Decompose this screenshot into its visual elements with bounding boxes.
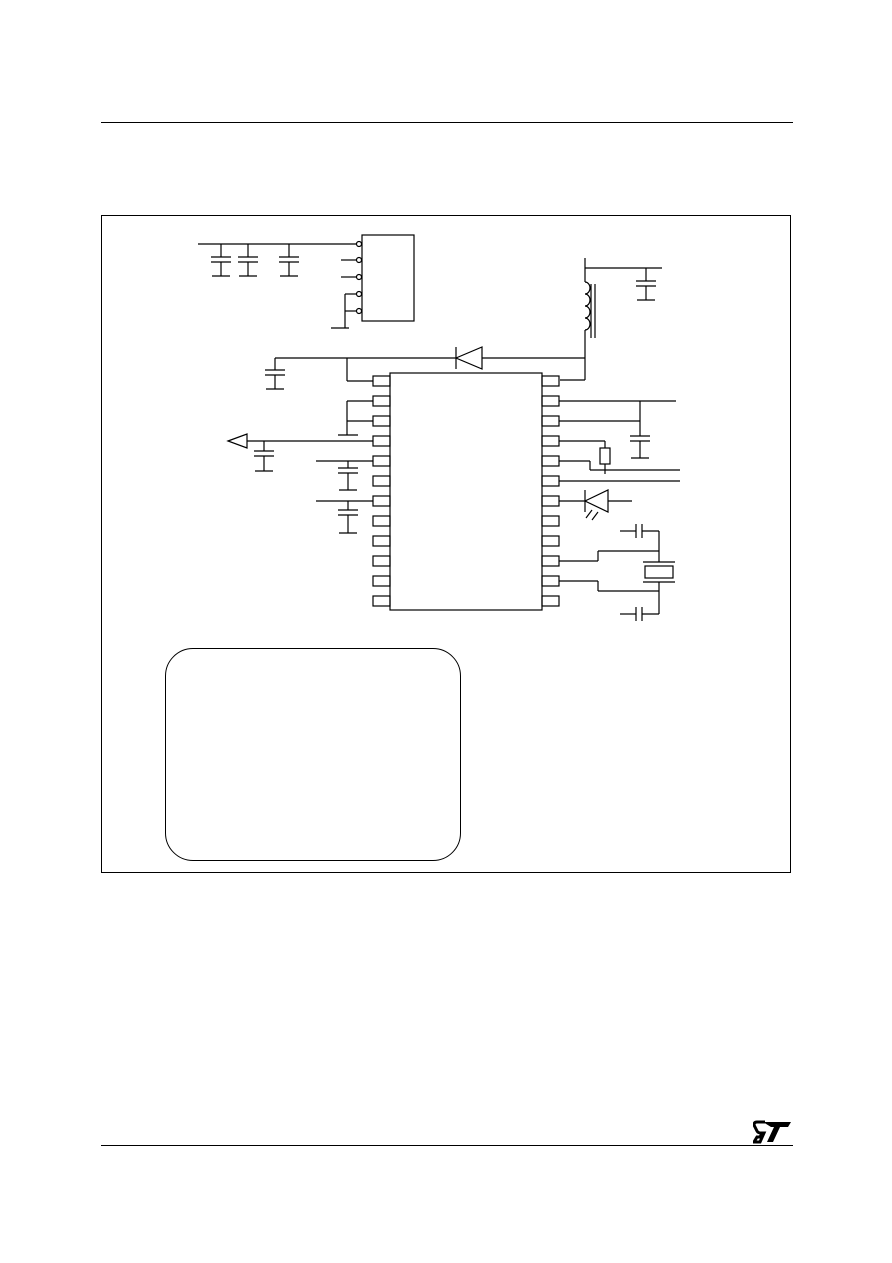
output-capacitor <box>636 268 656 301</box>
led-icon <box>583 489 632 521</box>
figure-frame <box>101 215 791 873</box>
right-wiring <box>559 400 680 502</box>
crystal-oscillator <box>559 524 675 621</box>
left-wiring <box>226 400 373 534</box>
supply-capacitor <box>265 358 285 390</box>
main-ic <box>389 372 543 611</box>
decoupling-capacitor <box>238 244 258 277</box>
header-rule <box>101 122 793 123</box>
ic-left-pins <box>372 375 391 607</box>
transformer <box>584 258 662 380</box>
note-box <box>165 648 461 861</box>
decoupling-capacitor <box>279 244 299 277</box>
supply-rail <box>275 357 585 382</box>
connector-block <box>331 234 415 329</box>
decoupling-capacitor <box>211 244 231 277</box>
st-logo-icon <box>753 1120 791 1144</box>
ic-right-pins <box>541 375 560 607</box>
footer-rule <box>101 1145 793 1146</box>
diode-icon <box>454 346 483 370</box>
